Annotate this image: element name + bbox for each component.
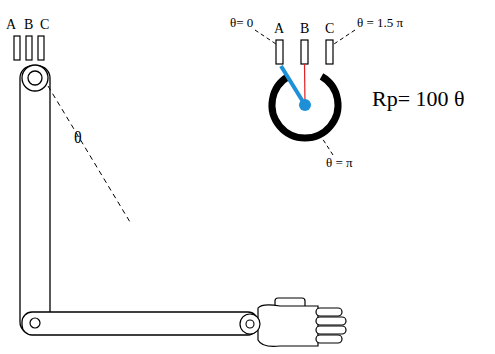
wiper-pivot (299, 99, 311, 111)
label-text: A (274, 22, 284, 36)
label-text: B (24, 18, 33, 32)
hand (240, 298, 346, 346)
arm-pot-tabs (14, 36, 44, 60)
pot-terminals (276, 40, 333, 64)
label-text: C (40, 18, 49, 32)
leader-lines (255, 30, 355, 155)
label-text: θ = 1.5 π (357, 16, 403, 29)
label-text: θ = π (326, 156, 353, 169)
label-text: B (300, 22, 309, 36)
wiper-lead (304, 64, 306, 105)
elbow-joint (30, 318, 40, 328)
label-text: C (325, 22, 334, 36)
upper-arm-link (20, 66, 50, 334)
shoulder-joint (22, 65, 48, 91)
label-text: Rp= 100 θ (372, 88, 465, 110)
angle-reference-line (48, 86, 130, 222)
label-text: θ= 0 (230, 16, 253, 29)
wiper-arm (281, 66, 305, 105)
label-text: A (6, 18, 16, 32)
forearm-link (22, 312, 258, 335)
label-text: θ (74, 130, 82, 146)
